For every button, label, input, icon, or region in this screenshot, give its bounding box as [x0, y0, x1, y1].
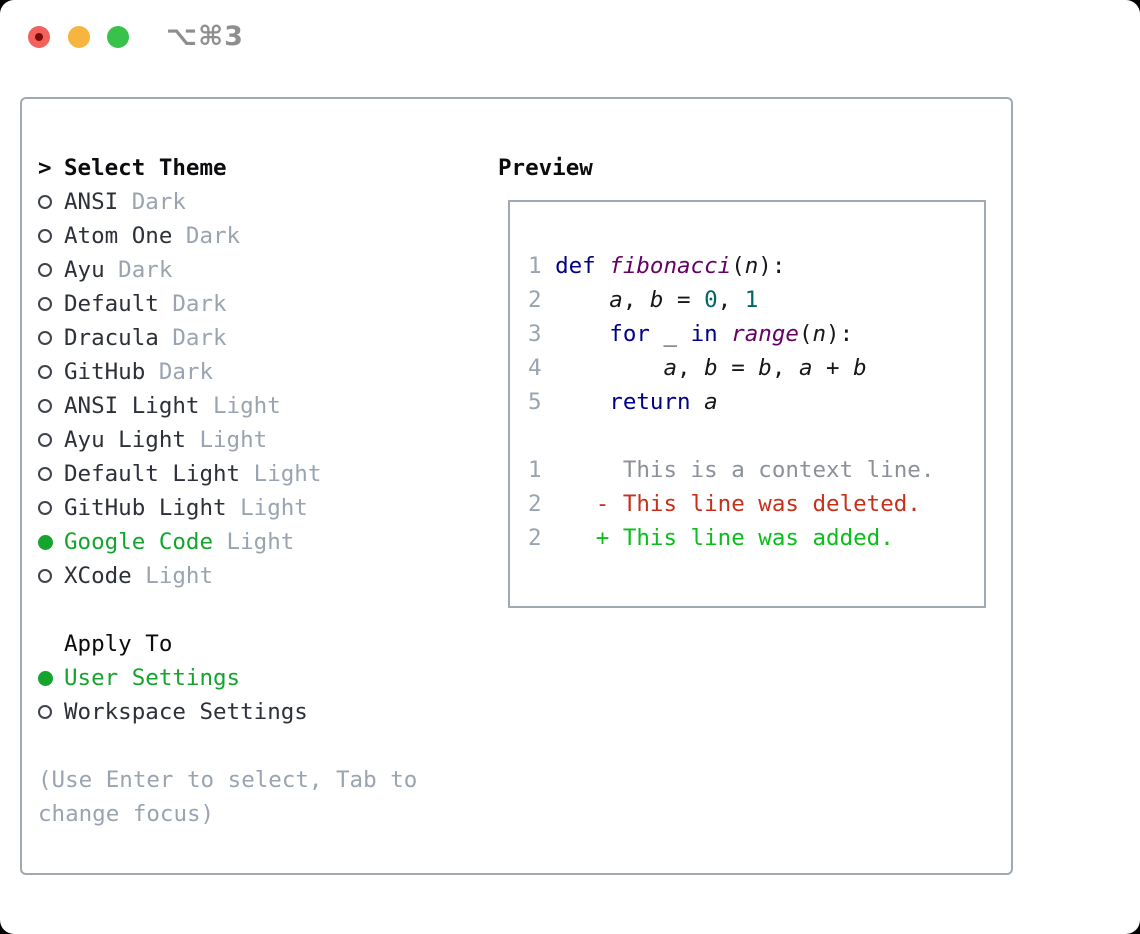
radio-icon: [38, 331, 64, 345]
line-number: 2: [528, 525, 542, 551]
theme-option-github-light-light[interactable]: GitHub Light Light: [38, 491, 417, 525]
code-line: 3 for _ in range(n):: [528, 321, 854, 347]
theme-name: Atom One: [64, 223, 173, 249]
theme-variant-label: Light: [131, 563, 214, 589]
theme-variant-label: Light: [185, 427, 268, 453]
close-button[interactable]: [28, 26, 50, 48]
theme-name: Default: [64, 291, 159, 317]
prompt-caret: >: [38, 155, 52, 181]
theme-option-google-code-light[interactable]: Google Code Light: [38, 525, 417, 559]
line-number: 3: [528, 321, 542, 347]
theme-variant-label: Dark: [145, 359, 214, 385]
section-gap: [38, 729, 417, 763]
line-number: 4: [528, 355, 542, 381]
radio-icon: [38, 705, 64, 719]
hint-text: (Use Enter to select, Tab to change focu…: [38, 763, 417, 831]
radio-selected-icon: [38, 534, 64, 550]
code-line: 1 This is a context line.: [528, 457, 935, 483]
apply-to-header: Apply To: [38, 627, 417, 661]
select-theme-header: > Select Theme: [38, 151, 417, 185]
theme-variant-label: Dark: [158, 291, 227, 317]
theme-variant-label: Dark: [104, 257, 173, 283]
preview-box: 1 def fibonacci(n): 2 a, b = 0, 1 3 for _ …: [508, 200, 986, 608]
code-line: 5 return a: [528, 389, 718, 415]
theme-name: ANSI Light: [64, 393, 200, 419]
hint-line-1: (Use Enter to select, Tab to: [38, 767, 418, 793]
theme-variant-label: Dark: [118, 189, 186, 215]
theme-option-ayu-dark[interactable]: Ayu Dark: [38, 253, 417, 287]
radio-selected-icon: [38, 670, 64, 686]
theme-option-atom-one-dark[interactable]: Atom One Dark: [38, 219, 417, 253]
radio-icon: [38, 365, 64, 379]
theme-name: GitHub Light: [64, 495, 227, 521]
maximize-button[interactable]: [107, 26, 129, 48]
code-line: 2 - This line was deleted.: [528, 491, 921, 517]
theme-option-xcode-light[interactable]: XCode Light: [38, 559, 417, 593]
theme-name: ANSI: [64, 189, 119, 215]
line-number: 5: [528, 389, 542, 415]
theme-name: Dracula: [64, 325, 159, 351]
theme-option-ayu-light-light[interactable]: Ayu Light Light: [38, 423, 417, 457]
close-button-dot: [35, 33, 43, 41]
theme-name: GitHub: [64, 359, 146, 385]
radio-icon: [38, 399, 64, 413]
theme-name: Ayu: [64, 257, 105, 283]
theme-name: XCode: [64, 563, 132, 589]
line-number: 2: [528, 491, 542, 517]
apply-to-title: Apply To: [64, 631, 173, 657]
apply-option-workspace-settings[interactable]: Workspace Settings: [38, 695, 417, 729]
theme-option-ansi-light-light[interactable]: ANSI Light Light: [38, 389, 417, 423]
code-line: 2 + This line was added.: [528, 525, 894, 551]
window-titlebar: ⌥⌘3: [0, 0, 1140, 75]
preview-title: Preview: [498, 155, 593, 181]
code-line: 4 a, b = b, a + b: [528, 355, 867, 381]
theme-variant-label: Light: [199, 393, 281, 419]
line-number: 1: [528, 457, 542, 483]
theme-option-default-dark[interactable]: Default Dark: [38, 287, 417, 321]
radio-icon: [38, 263, 64, 277]
theme-variant-label: Dark: [158, 325, 227, 351]
apply-option-user-settings[interactable]: User Settings: [38, 661, 417, 695]
theme-variant-label: Light: [226, 495, 308, 521]
radio-icon: [38, 467, 64, 481]
line-number: 2: [528, 287, 542, 313]
window-shortcut-title: ⌥⌘3: [166, 21, 244, 52]
radio-icon: [38, 501, 64, 515]
minimize-button[interactable]: [68, 26, 90, 48]
code-line: [528, 419, 984, 453]
theme-option-default-light-light[interactable]: Default Light Light: [38, 457, 417, 491]
radio-icon: [38, 569, 64, 583]
code-line: 2 a, b = 0, 1: [528, 287, 759, 313]
theme-option-github-dark[interactable]: GitHub Dark: [38, 355, 417, 389]
theme-variant-label: Light: [213, 529, 295, 555]
apply-option-label: User Settings: [64, 665, 241, 691]
select-theme-title: Select Theme: [64, 155, 227, 181]
theme-name: Default Light: [64, 461, 241, 487]
radio-icon: [38, 195, 64, 209]
theme-variant-label: Dark: [172, 223, 241, 249]
radio-icon: [38, 297, 64, 311]
theme-option-dracula-dark[interactable]: Dracula Dark: [38, 321, 417, 355]
theme-option-ansi-dark[interactable]: ANSI Dark: [38, 185, 417, 219]
theme-variant-label: Light: [240, 461, 322, 487]
theme-name: Google Code: [64, 529, 214, 555]
section-gap: [38, 593, 417, 627]
code-line: 1 def fibonacci(n):: [528, 253, 786, 279]
radio-icon: [38, 229, 64, 243]
radio-icon: [38, 433, 64, 447]
code-preview: 1 def fibonacci(n): 2 a, b = 0, 1 3 for _ …: [510, 202, 984, 555]
apply-option-label: Workspace Settings: [64, 699, 308, 725]
line-number: 1: [528, 253, 542, 279]
theme-name: Ayu Light: [64, 427, 186, 453]
hint-line-2: change focus): [38, 801, 215, 827]
